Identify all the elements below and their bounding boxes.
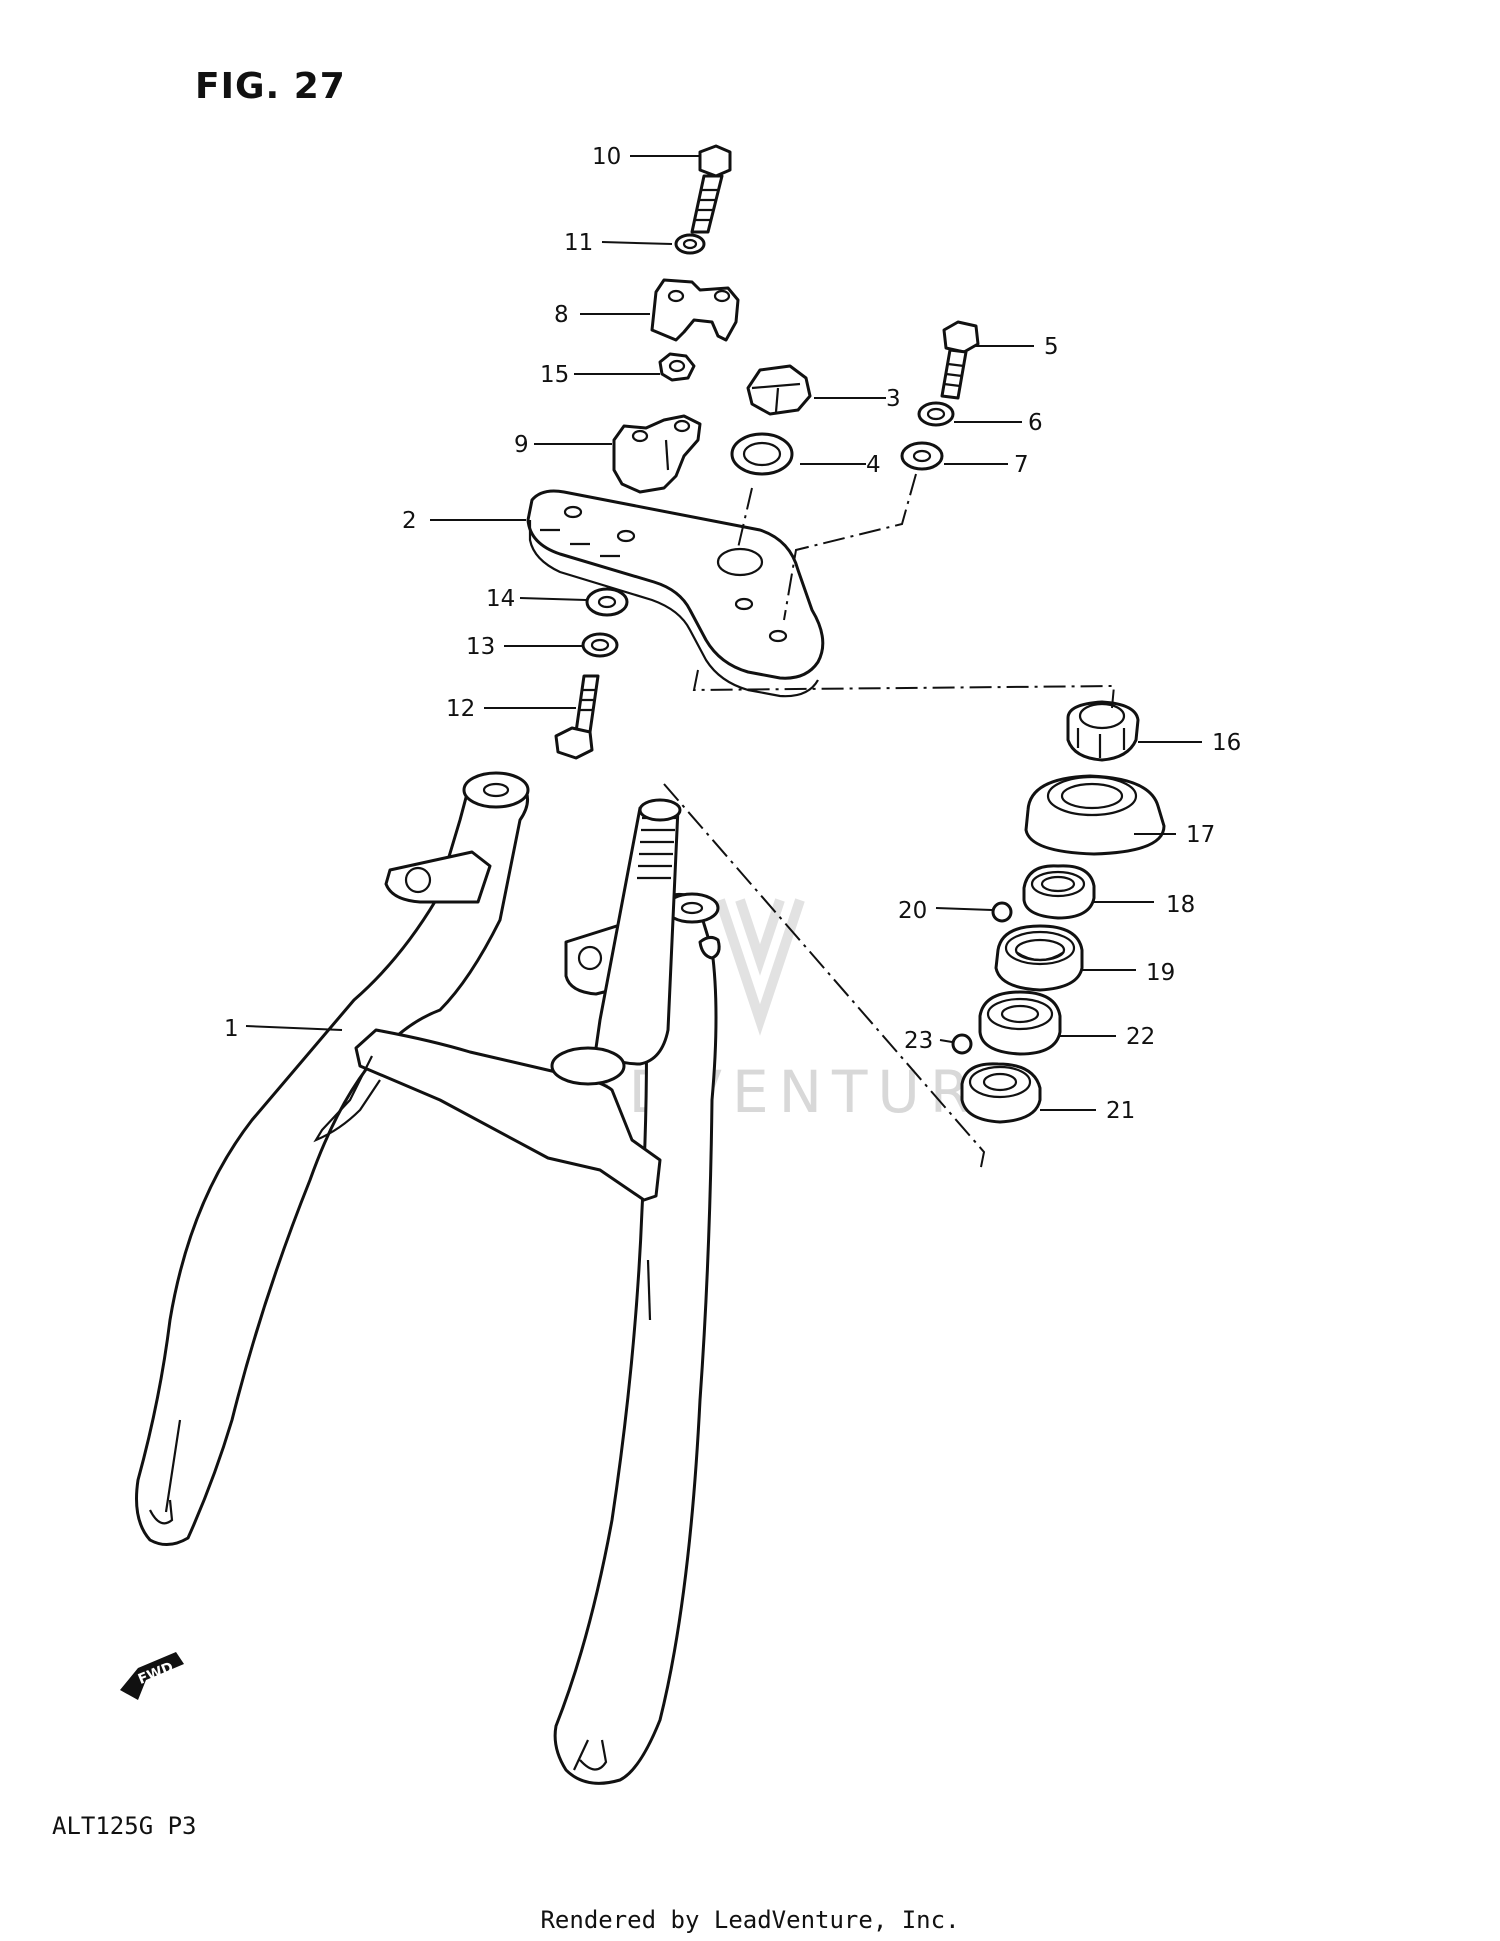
callout-12: 12 [446, 696, 475, 722]
callout-17: 17 [1186, 822, 1215, 848]
figure-title: FIG. 27 [195, 66, 346, 107]
part-4-washer [730, 432, 794, 476]
watermark-logo [715, 898, 805, 1036]
callout-23: 23 [904, 1028, 933, 1054]
callout-15: 15 [540, 362, 569, 388]
assembly-lines [663, 473, 1116, 1173]
leader-lines [245, 155, 1202, 1111]
model-code: ALT125G P3 [52, 1812, 197, 1840]
part-1-front-fork [135, 771, 721, 1785]
callout-13: 13 [466, 634, 495, 660]
part-12-bolt [554, 674, 600, 760]
part-16-stem-nut [1066, 700, 1140, 762]
callout-4: 4 [866, 452, 881, 478]
callout-labels: 1 2 3 4 5 6 7 8 9 10 11 12 13 14 15 16 1… [224, 144, 1241, 1124]
part-9-clamp-lower [612, 414, 702, 494]
callout-16: 16 [1212, 730, 1241, 756]
render-credit: Rendered by LeadVenture, Inc. [540, 1906, 960, 1934]
callout-14: 14 [486, 586, 515, 612]
part-17-dust-seal [1024, 774, 1166, 856]
fwd-arrow-icon: FWD [120, 1652, 184, 1700]
callout-10: 10 [592, 144, 621, 170]
callout-22: 22 [1126, 1024, 1155, 1050]
part-18-upper-race [1022, 864, 1096, 920]
callout-20: 20 [898, 898, 927, 924]
callout-19: 19 [1146, 960, 1175, 986]
callout-2: 2 [402, 508, 417, 534]
part-14-washer [585, 587, 629, 617]
callout-11: 11 [564, 230, 593, 256]
part-3-cap-nut [746, 364, 812, 416]
callout-18: 18 [1166, 892, 1195, 918]
callout-9: 9 [514, 432, 529, 458]
part-15-nut [658, 352, 696, 382]
part-20-steel-ball [991, 901, 1013, 923]
part-2-upper-bracket [526, 489, 825, 698]
callout-1: 1 [224, 1016, 239, 1042]
callout-7: 7 [1014, 452, 1029, 478]
part-5-bolt [940, 320, 980, 400]
callout-5: 5 [1044, 334, 1059, 360]
part-10-bolt [690, 144, 732, 234]
part-8-clamp-upper [650, 278, 740, 342]
part-13-lock-washer [581, 632, 619, 658]
callout-21: 21 [1106, 1098, 1135, 1124]
part-6-lock-washer [917, 401, 955, 427]
part-11-washer [674, 233, 706, 255]
part-23-steel-ball [951, 1033, 973, 1055]
callout-6: 6 [1028, 410, 1043, 436]
part-19-upper-cone [994, 924, 1084, 992]
part-7-washer [900, 441, 944, 471]
callout-3: 3 [886, 386, 901, 412]
part-21-lower-seal [960, 1062, 1042, 1124]
part-22-lower-race [978, 990, 1062, 1056]
callout-8: 8 [554, 302, 569, 328]
